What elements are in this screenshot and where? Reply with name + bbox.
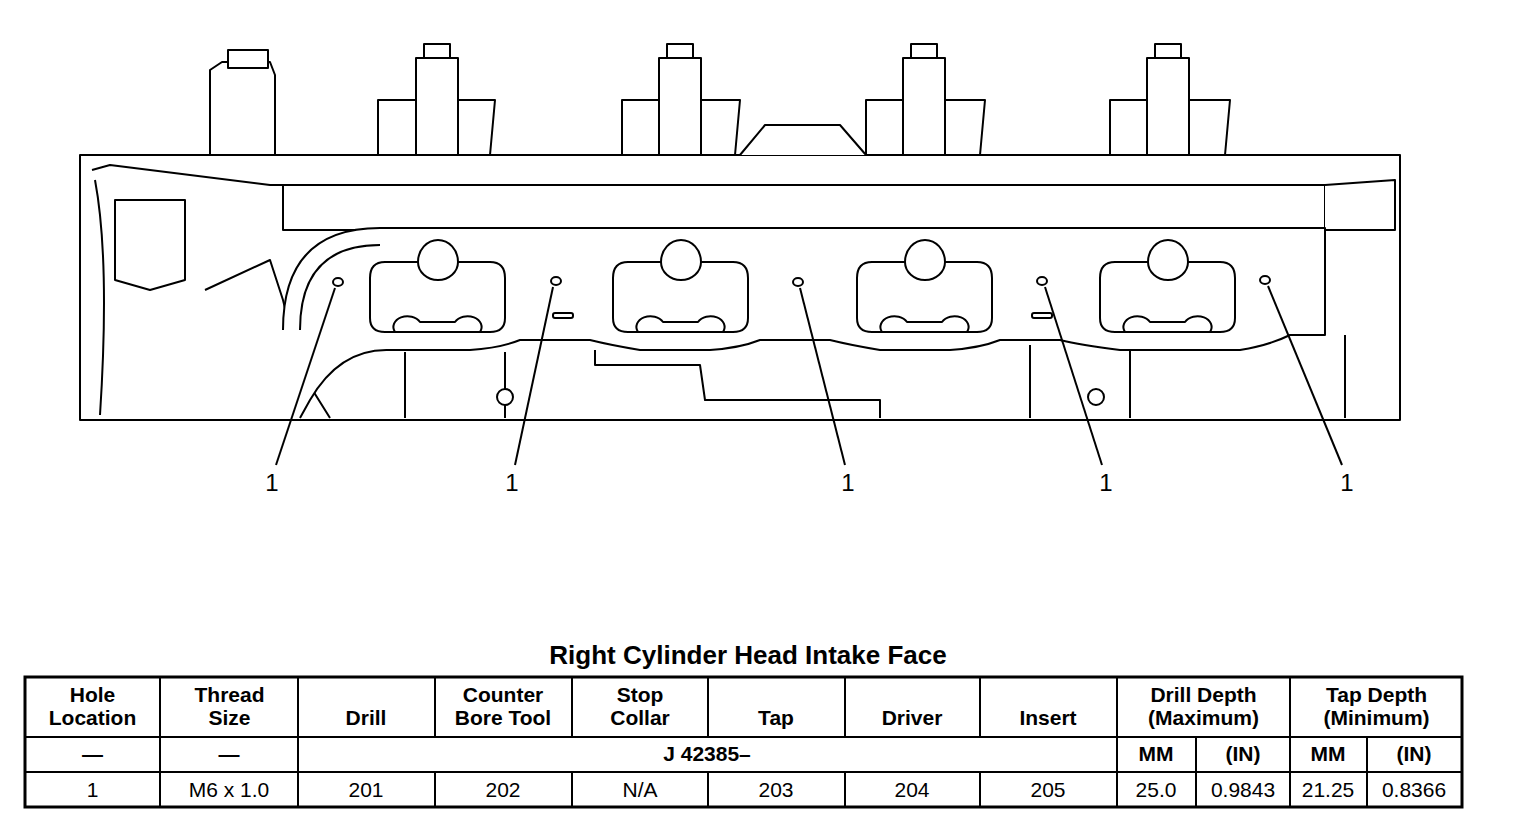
callout-number: 1 (497, 470, 527, 496)
table-header: Driver (847, 706, 977, 729)
table-header: Stop Collar (600, 683, 680, 729)
table-cell: 1 (30, 778, 155, 801)
table-cell: M6 x 1.0 (162, 778, 296, 801)
table-cell: 202 (438, 778, 568, 801)
table-header: Counter Bore Tool (447, 683, 559, 729)
table-header: Drill (301, 706, 431, 729)
callout-number: 1 (257, 470, 287, 496)
table-cell: 25.0 (1118, 778, 1194, 801)
table-cell: 0.8366 (1368, 778, 1460, 801)
table-header: Thread Size (182, 683, 277, 729)
table-cell: 203 (711, 778, 841, 801)
table-title: Right Cylinder Head Intake Face (398, 641, 1098, 670)
table-cell: — (30, 742, 155, 765)
callout-number: 1 (833, 470, 863, 496)
callout-number: 1 (1091, 470, 1121, 496)
table-cell: 205 (983, 778, 1113, 801)
table-header: Tap (711, 706, 841, 729)
table-cell: (IN) (1369, 742, 1459, 765)
table-cell: (IN) (1198, 742, 1288, 765)
table-cell: N/A (575, 778, 705, 801)
table-cell: — (164, 742, 294, 765)
table-header: Drill Depth (Maximum) (1121, 683, 1286, 729)
table-cell: MM (1291, 742, 1365, 765)
table-cell: 204 (847, 778, 977, 801)
table-cell: 21.25 (1290, 778, 1366, 801)
table-cell: 0.9843 (1197, 778, 1289, 801)
table-cell: J 42385– (507, 742, 907, 765)
table-header: Insert (983, 706, 1113, 729)
table-header: Tap Depth (Minimum) (1294, 683, 1459, 729)
table-cell: MM (1118, 742, 1194, 765)
callout-number: 1 (1332, 470, 1362, 496)
table-cell: 201 (301, 778, 431, 801)
table-header: Hole Location (30, 683, 155, 729)
